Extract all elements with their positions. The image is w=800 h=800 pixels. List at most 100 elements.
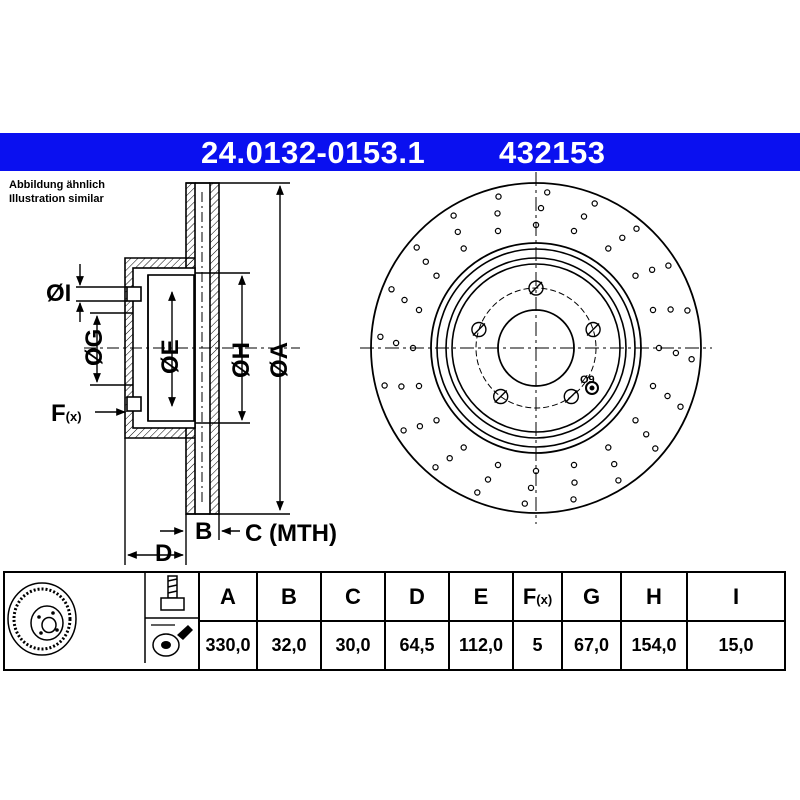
- drill-hole: [527, 484, 535, 492]
- dim-label-G: ØG: [81, 328, 108, 366]
- dim-label-F: F(x): [51, 402, 82, 429]
- drill-hole: [615, 477, 622, 484]
- bolt-hole-mark: [494, 390, 508, 403]
- drill-hole: [684, 307, 691, 314]
- header-D: D: [384, 571, 450, 622]
- drill-hole: [454, 228, 461, 236]
- drill-hole: [450, 212, 457, 219]
- drill-hole: [398, 383, 405, 390]
- dim-label-E: ØE: [157, 339, 184, 374]
- header-E: E: [448, 571, 514, 622]
- torque-wrench-icon: [151, 624, 193, 657]
- drill-hole: [665, 262, 672, 269]
- header-H: H: [620, 571, 688, 622]
- pin-hole: [585, 381, 599, 395]
- value-C: 30,0: [320, 620, 386, 671]
- drill-hole: [494, 461, 502, 469]
- disc-thumbnail: [7, 573, 198, 663]
- thumb-hat: [30, 605, 64, 641]
- drill-hole: [474, 489, 481, 496]
- dim-label-F-letter: F: [51, 400, 66, 427]
- drill-hole: [413, 244, 420, 251]
- drill-hole: [432, 464, 439, 471]
- drill-hole: [415, 306, 423, 314]
- drill-hole: [415, 382, 423, 390]
- bolt-hole-mark: [472, 323, 486, 336]
- dim-label-H: ØH: [228, 342, 255, 378]
- side-dimension-lines: [76, 182, 290, 565]
- wheel-bolt-hole: [528, 280, 544, 296]
- drill-hole: [400, 427, 407, 434]
- drill-hole: [494, 210, 501, 217]
- value-B: 32,0: [256, 620, 322, 671]
- drill-hole: [580, 213, 588, 220]
- drill-hole: [619, 234, 626, 241]
- drill-hole: [611, 460, 618, 468]
- drill-hole: [688, 356, 695, 363]
- drill-hole: [632, 272, 639, 279]
- drill-hole: [460, 245, 467, 252]
- drill-hole: [392, 339, 400, 347]
- cross-drill-holes: [377, 189, 695, 507]
- drill-hole: [494, 227, 502, 235]
- value-I: 15,0: [686, 620, 786, 671]
- wheel-bolt-hole: [585, 321, 601, 338]
- drill-hole: [570, 496, 577, 503]
- value-E: 112,0: [448, 620, 514, 671]
- note-line-de: Abbildung ähnlich: [9, 179, 105, 191]
- drill-hole: [672, 349, 680, 357]
- title-banner: 24.0132-0153.1 432153: [0, 133, 800, 171]
- drill-hole: [652, 445, 659, 452]
- drill-hole: [409, 344, 417, 352]
- drill-hole: [388, 286, 395, 293]
- product-image-cell: [3, 571, 200, 671]
- header-G: G: [561, 571, 622, 622]
- drill-hole: [633, 225, 640, 232]
- drill-hole: [571, 479, 578, 486]
- bolt-icon: [160, 575, 185, 611]
- drill-hole: [446, 455, 453, 462]
- header-C: C: [320, 571, 386, 622]
- drill-hole: [632, 417, 639, 424]
- wheel-bolt-hole: [493, 388, 509, 405]
- drill-hole: [381, 382, 388, 389]
- bolt-hole-mark: [529, 281, 543, 295]
- spec-table: A B C D E F(x) G H I 330,0 32,0 30,0 64,…: [3, 571, 786, 671]
- drill-hole: [667, 306, 674, 313]
- outer-disc-edge: [370, 182, 702, 514]
- hat-edge-inner: [451, 263, 621, 433]
- value-F: 5: [512, 620, 563, 671]
- dim-label-F-suffix: (x): [65, 409, 82, 424]
- drill-hole: [377, 333, 384, 340]
- drill-hole: [416, 423, 424, 430]
- drill-hole: [648, 266, 656, 273]
- inner-ring-2: [436, 248, 636, 448]
- drill-hole: [570, 461, 578, 469]
- dim-label-D: D: [155, 540, 173, 567]
- bolt-hole-mark: [586, 323, 600, 336]
- drill-hole: [655, 344, 663, 352]
- drill-hole: [677, 403, 684, 410]
- value-D: 64,5: [384, 620, 450, 671]
- value-G: 67,0: [561, 620, 622, 671]
- drill-hole: [544, 189, 551, 196]
- drill-hole: [422, 258, 429, 265]
- header-F-letter: F: [522, 583, 537, 609]
- drill-hole: [521, 500, 529, 507]
- drill-hole: [591, 200, 598, 207]
- drill-hole: [433, 272, 440, 279]
- thumb-disc-outer: [7, 582, 77, 656]
- drill-hole: [537, 204, 545, 212]
- bolt-hole-mark: [564, 390, 578, 403]
- pin-hole-dot: [589, 385, 595, 391]
- drill-hole: [664, 392, 671, 400]
- dim-label-A: ØA: [266, 342, 293, 378]
- header-I: I: [686, 571, 786, 622]
- drill-hole: [532, 467, 540, 475]
- drill-hole: [401, 296, 408, 304]
- drill-hole: [532, 221, 540, 229]
- hole-diameter-label: Ø9: [580, 374, 595, 386]
- drill-hole: [605, 444, 612, 451]
- drill-hole: [649, 382, 657, 390]
